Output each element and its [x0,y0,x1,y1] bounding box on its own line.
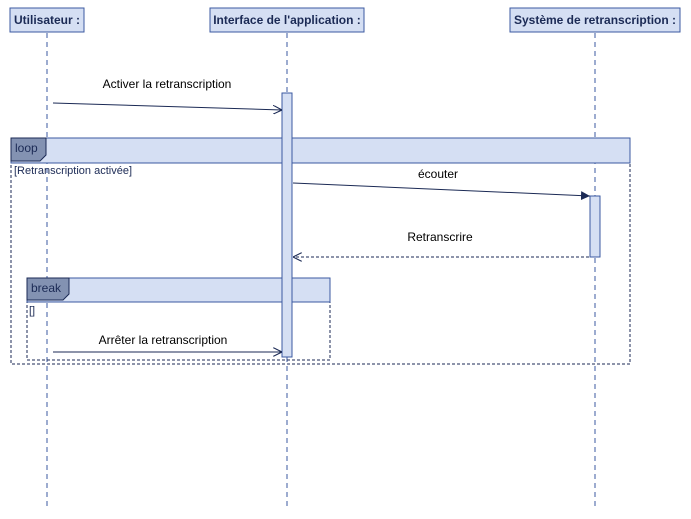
lifeline-head-app[interactable]: Interface de l'application : [209,7,365,33]
message-retranscrire[interactable]: Retranscrire [293,230,589,257]
lifeline-system-label: Système de retranscription : [514,13,676,27]
message-activer[interactable]: Activer la retranscription [52,77,282,110]
activation-system[interactable] [589,195,601,258]
break-guard: [] [29,305,35,317]
message-ecouter-label: écouter [418,167,458,181]
loop-guard: [Retranscription activée] [14,165,132,177]
activation-app[interactable] [281,92,293,358]
message-ecouter[interactable]: écouter [292,167,591,201]
break-fragment[interactable]: break [] [26,277,331,361]
message-retranscrire-label: Retranscrire [407,230,473,244]
lifeline-head-system[interactable]: Système de retranscription : [509,7,681,33]
lifeline-user-label: Utilisateur : [14,13,80,27]
message-arreter[interactable]: Arrêter la retranscription [53,333,282,352]
lifeline-head-user[interactable]: Utilisateur : [9,7,85,33]
loop-operator-label: loop [15,141,38,155]
loop-operator-tag [10,137,47,162]
lifeline-app-label: Interface de l'application : [213,13,361,27]
break-operator-label: break [31,281,62,295]
break-operator-tag [26,277,70,301]
message-arreter-label: Arrêter la retranscription [99,333,228,347]
loop-fragment[interactable]: loop [Retranscription activée] [10,137,631,365]
message-activer-label: Activer la retranscription [103,77,232,91]
